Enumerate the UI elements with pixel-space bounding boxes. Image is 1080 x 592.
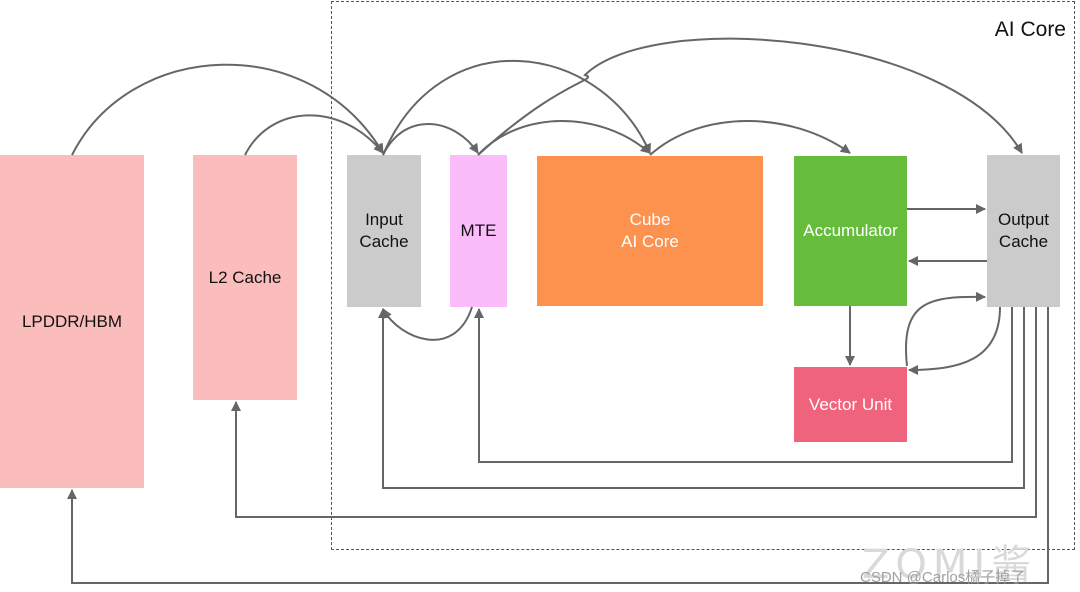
cube-ai-core-block: Cube AI Core [537,156,763,306]
arrow-mte-to-input-cache [382,306,473,341]
arrow-output-cache-to-l2 [231,307,1037,518]
arrow-output-cache-to-mte [474,307,1013,463]
arrow-input-cache-to-mte [382,123,479,156]
arrow-l2-to-input-cache [244,114,384,156]
lpddr-hbm-label: LPDDR/HBM [21,311,123,331]
arrow-output-cache-to-hbm [67,307,1049,584]
output-cache-label: Output Cache [997,210,1050,251]
arrow-mte-to-cube [477,120,651,156]
csdn-watermark-credit: CSDN @Carlos橘子掉了 [860,569,1026,586]
accumulator-block: Accumulator [794,156,907,306]
lpddr-hbm-block: LPDDR/HBM [0,155,144,488]
cube-ai-core-label: Cube AI Core [621,210,679,251]
input-cache-label: Input Cache [359,210,409,251]
input-cache-block: Input Cache [347,155,421,307]
arrow-cube-to-accumulator [649,120,851,156]
vector-unit-block: Vector Unit [794,367,907,442]
arrow-mte-to-output-cache [477,37,1023,156]
mte-block: MTE [450,155,507,307]
arrow-hbm-to-input-cache [71,63,384,156]
arrow-output-cache-to-input-cache [378,307,1025,489]
l2-cache-block: L2 Cache [193,155,297,400]
mte-label: MTE [460,221,497,240]
arrow-output-cache-to-vector [908,306,1001,375]
output-cache-block: Output Cache [987,155,1060,307]
arrow-input-cache-to-cube [382,59,651,156]
accumulator-label: Accumulator [803,221,898,240]
ai-core-region: AI Core [331,1,1075,550]
zomi-watermark-logo: ZOMI酱 [862,542,1038,588]
vector-unit-label: Vector Unit [808,394,893,414]
ai-core-label: AI Core [994,18,1066,41]
l2-cache-label: L2 Cache [208,267,282,287]
arrow-vector-to-output-cache [905,291,986,367]
